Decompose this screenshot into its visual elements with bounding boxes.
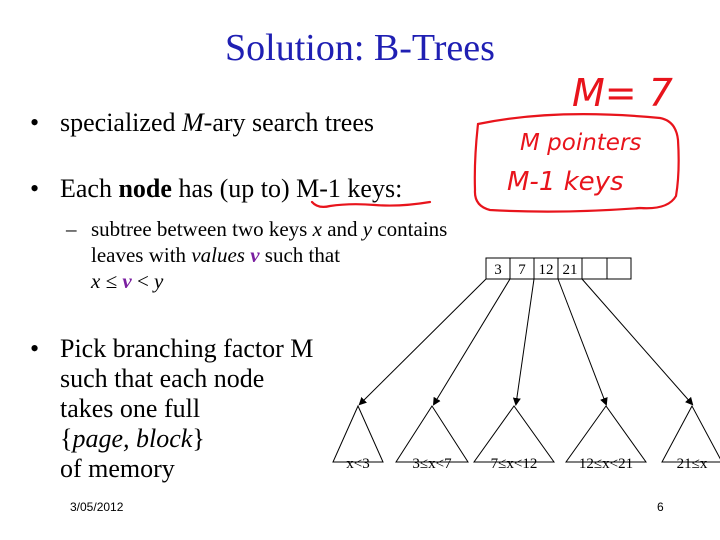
bullet-text: Each node has (up to) M-1 keys: (60, 174, 403, 203)
pointer-arrow (358, 278, 487, 406)
pointer-arrow (512, 278, 535, 406)
bullet-dot: • (30, 108, 40, 137)
root-key: 12 (539, 262, 554, 278)
bullet-dot: • (30, 174, 40, 203)
sub-text: subtree between two keys x and y contain… (91, 217, 448, 293)
pointer-arrow (557, 278, 608, 406)
sub-dash: – (66, 217, 77, 241)
handwritten-box (473, 113, 680, 213)
bullet-dot: • (30, 334, 40, 363)
btree-root-node: 3 7 12 21 (485, 257, 632, 280)
leaf-labels: x<3 3≤x<7 7≤x<12 12≤x<21 21≤x (346, 456, 708, 472)
slide-title: Solution: B-Trees (225, 27, 495, 69)
handwritten-m-1-keys: M-1 keys (507, 167, 624, 197)
leaf-triangle (332, 404, 384, 463)
bullet-text: specialized M-ary search trees (60, 108, 375, 137)
root-key: 21 (563, 262, 578, 278)
leaf-triangle (661, 404, 720, 463)
footer-date: 3/05/2012 (70, 500, 124, 514)
leaf-triangle (473, 405, 555, 463)
root-key: 3 (494, 262, 502, 278)
handwritten-m-equals: M= 7 (572, 71, 673, 115)
page-number: 6 (657, 500, 664, 514)
bullet-text: Pick branching factor M such that each n… (60, 334, 314, 483)
leaf-label: x<3 (346, 456, 369, 472)
leaf-label: 12≤x<21 (579, 456, 633, 472)
leaf-label: 21≤x (677, 456, 708, 472)
btree-leaves (332, 404, 720, 463)
leaf-label: 7≤x<12 (491, 456, 538, 472)
pointer-arrow (581, 278, 694, 406)
leaf-triangle (395, 405, 469, 463)
root-key: 7 (518, 262, 526, 278)
pointer-arrow (432, 278, 511, 406)
leaf-label: 3≤x<7 (412, 456, 452, 472)
leaf-triangle (565, 405, 647, 463)
handwritten-underline (310, 200, 432, 208)
btree-pointers (358, 278, 694, 406)
handwritten-m-pointers: M pointers (520, 130, 641, 156)
